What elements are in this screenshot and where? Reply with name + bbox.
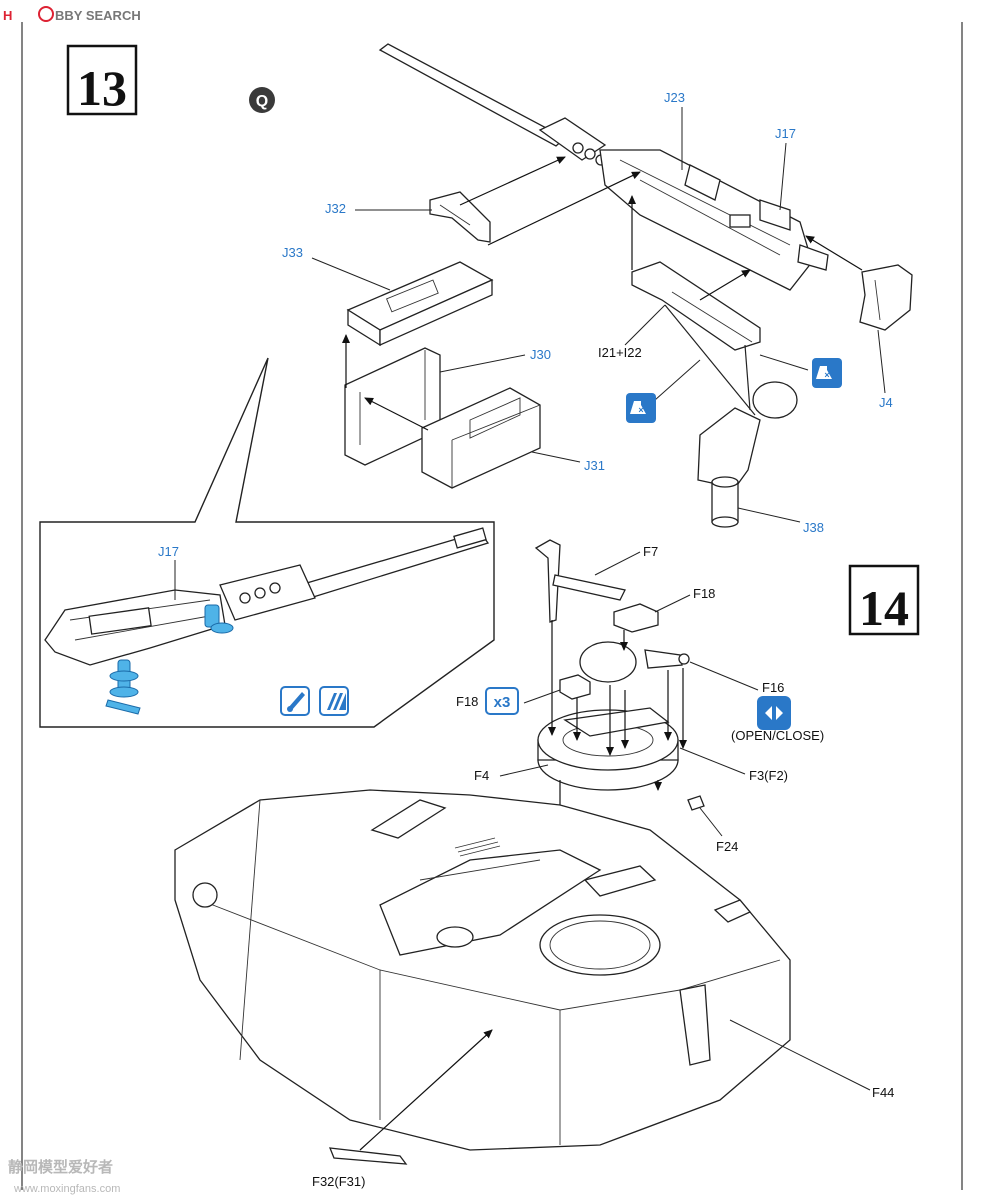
inset-panel: [39, 357, 495, 728]
step-13-box: 13: [66, 44, 138, 116]
label-j4: J4: [879, 395, 893, 410]
part-j4: [859, 264, 913, 331]
watermark-brand: BBY SEARCH: [55, 8, 141, 23]
label-f18-x3: F18: [456, 694, 478, 709]
part-j32: [429, 191, 491, 243]
watermark-bottom: 静岡模型爱好者 www.moxingfans.com: [8, 1158, 120, 1195]
label-i21-i22: I21+I22: [598, 345, 642, 360]
marker-q-text: Q: [256, 93, 268, 110]
hatch-lid: [579, 641, 690, 683]
marker-q: Q: [249, 87, 275, 113]
watermark-h: H: [3, 8, 12, 23]
part-f24: [687, 795, 705, 811]
step-14-number: 14: [859, 580, 909, 636]
part-j33: [346, 261, 494, 347]
turret-f44: [174, 789, 791, 1165]
label-j32: J32: [325, 201, 346, 216]
part-f18-x3: [559, 674, 591, 700]
label-j38: J38: [803, 520, 824, 535]
label-f18: F18: [693, 586, 715, 601]
cement-icon-left: ×: [626, 393, 656, 423]
label-f7: F7: [643, 544, 658, 559]
watermark-cn: 静岡模型爱好者: [8, 1158, 113, 1176]
label-f4: F4: [474, 768, 489, 783]
cement-icon-right: ×: [812, 358, 842, 388]
label-j17-inset: J17: [158, 544, 179, 559]
step-14-box: 14: [848, 564, 920, 636]
label-f16: F16: [762, 680, 784, 695]
label-f24: F24: [716, 839, 738, 854]
open-close-icon: [757, 696, 791, 730]
step-13-number: 13: [77, 60, 127, 116]
part-j38: [697, 381, 798, 528]
svg-text:×: ×: [824, 370, 829, 380]
leader-lines-14: [499, 551, 871, 1091]
label-open-close: (OPEN/CLOSE): [731, 728, 824, 743]
label-f32-f31: F32(F31): [312, 1174, 365, 1189]
part-j31: [421, 387, 541, 489]
leader-lines-13: [311, 107, 886, 523]
label-j30: J30: [530, 347, 551, 362]
svg-text:×: ×: [638, 405, 643, 415]
label-f3-f2: F3(F2): [749, 768, 788, 783]
label-j33: J33: [282, 245, 303, 260]
part-f18: [613, 603, 659, 633]
label-j31: J31: [584, 458, 605, 473]
x3-text: x3: [494, 694, 511, 711]
watermark-url: www.moxingfans.com: [13, 1183, 120, 1195]
machine-gun-receiver: [378, 43, 829, 291]
label-j23: J23: [664, 90, 685, 105]
assembly-arrows-13: [342, 156, 863, 431]
part-f4: [537, 707, 679, 791]
watermark-top: H BBY SEARCH: [3, 6, 141, 23]
label-f44: F44: [872, 1085, 894, 1100]
part-f7: [534, 539, 626, 623]
label-j17: J17: [775, 126, 796, 141]
part-i21-i22: [631, 261, 761, 351]
x3-badge: x3: [485, 687, 519, 715]
